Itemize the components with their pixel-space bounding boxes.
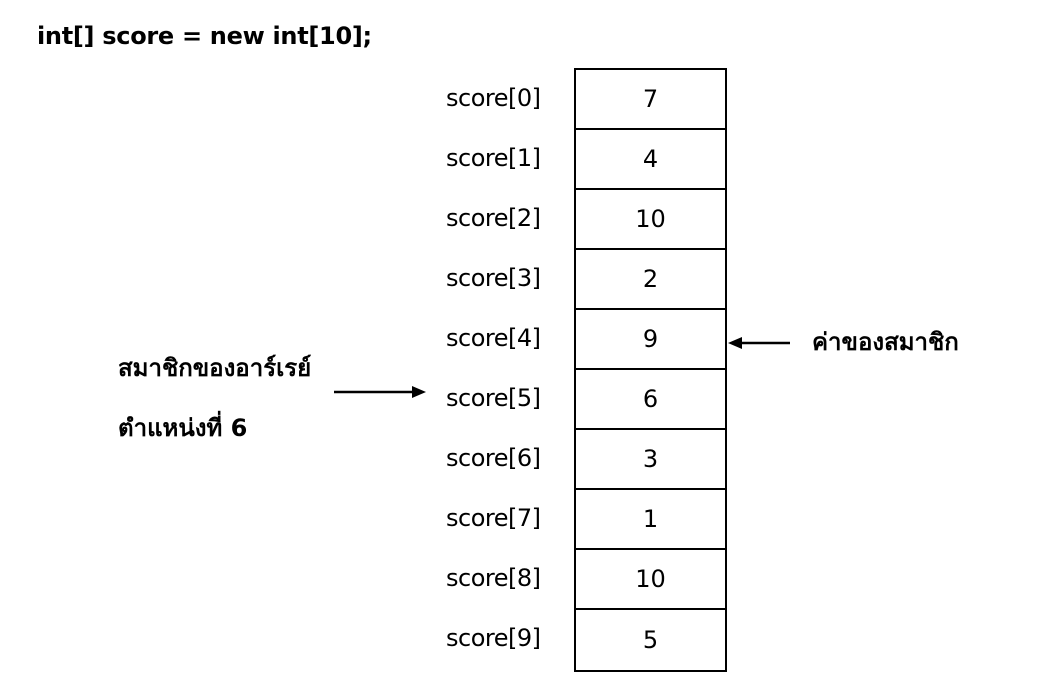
index-label: score[4] xyxy=(446,324,541,352)
index-label: score[0] xyxy=(446,84,541,112)
array-cell: 1 xyxy=(576,490,725,550)
value-annotation: ค่าของสมาชิก xyxy=(812,328,959,356)
element-annotation: สมาชิกของอาร์เรย์ ตำแหน่งที่ 6 xyxy=(118,338,311,458)
array-cell: 4 xyxy=(576,130,725,190)
array-cell: 10 xyxy=(576,550,725,610)
array-cell: 7 xyxy=(576,70,725,130)
array-cell: 3 xyxy=(576,430,725,490)
array-cell: 5 xyxy=(642,626,659,654)
index-label: score[9] xyxy=(446,624,541,652)
element-annotation-line1: สมาชิกของอาร์เรย์ xyxy=(118,354,312,382)
right-arrow-icon xyxy=(334,386,426,398)
left-arrow-icon xyxy=(728,337,790,349)
index-label: score[6] xyxy=(446,444,541,472)
array-box: 7 4 10 2 9 6 3 1 10 5 xyxy=(574,68,727,672)
element-annotation-line2: ตำแหน่งที่ 6 xyxy=(118,414,248,442)
array-cell: 10 xyxy=(576,190,725,250)
index-label: score[1] xyxy=(446,144,541,172)
code-declaration: int[] score = new int[10]; xyxy=(37,22,372,50)
index-label: score[5] xyxy=(446,384,541,412)
index-label: score[3] xyxy=(446,264,541,292)
index-labels: score[0] score[1] score[2] score[3] scor… xyxy=(446,68,566,668)
index-label: score[2] xyxy=(446,204,541,232)
index-label: score[8] xyxy=(446,564,541,592)
array-cell: 9 xyxy=(576,310,725,370)
array-cell: 6 xyxy=(576,370,725,430)
index-label: score[7] xyxy=(446,504,541,532)
array-cell: 2 xyxy=(576,250,725,310)
